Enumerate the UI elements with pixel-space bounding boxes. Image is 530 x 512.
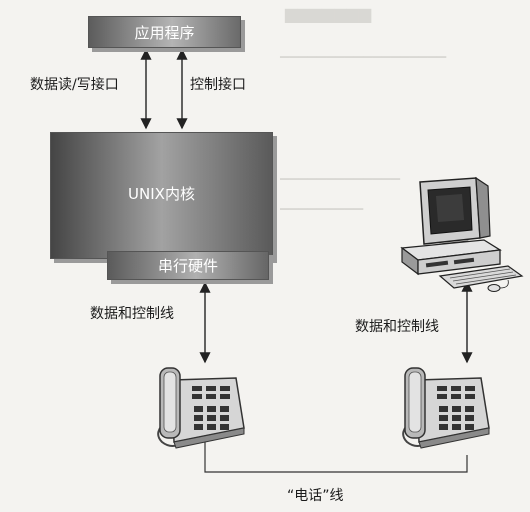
phone-line-label: “电话”线 bbox=[287, 488, 344, 504]
desktop-computer-icon bbox=[400, 176, 524, 292]
application-box: 应用程序 bbox=[88, 16, 241, 48]
phone-line bbox=[204, 440, 468, 473]
left-data-control-line-label: 数据和控制线 bbox=[90, 306, 174, 322]
bleed-through-text: ▁▁▁▁▁▁▁▁▁▁▁▁▁ bbox=[280, 166, 400, 180]
telephone-icon bbox=[402, 367, 490, 449]
bleed-through-text: ▁▁▁▁▁▁▁▁▁▁▁▁▁▁▁▁▁▁ bbox=[280, 44, 447, 58]
unix-kernel-box: UNIX内核 bbox=[50, 132, 273, 259]
telephone-icon bbox=[157, 367, 245, 449]
serial-hardware-box: 串行硬件 bbox=[107, 251, 269, 280]
kernel-label: UNIX内核 bbox=[128, 185, 195, 203]
right-data-control-line-label: 数据和控制线 bbox=[355, 319, 439, 335]
control-interface-label: 控制接口 bbox=[190, 77, 246, 93]
application-label: 应用程序 bbox=[134, 23, 195, 42]
serial-hardware-label: 串行硬件 bbox=[157, 257, 218, 275]
data-rw-interface-label: 数据读/写接口 bbox=[30, 77, 119, 93]
bleed-through-text: ▁▁▁▁▁▁▁▁▁ bbox=[280, 196, 364, 210]
bleed-through-text: ▆▆▆▆▆▆▆ bbox=[285, 4, 372, 23]
